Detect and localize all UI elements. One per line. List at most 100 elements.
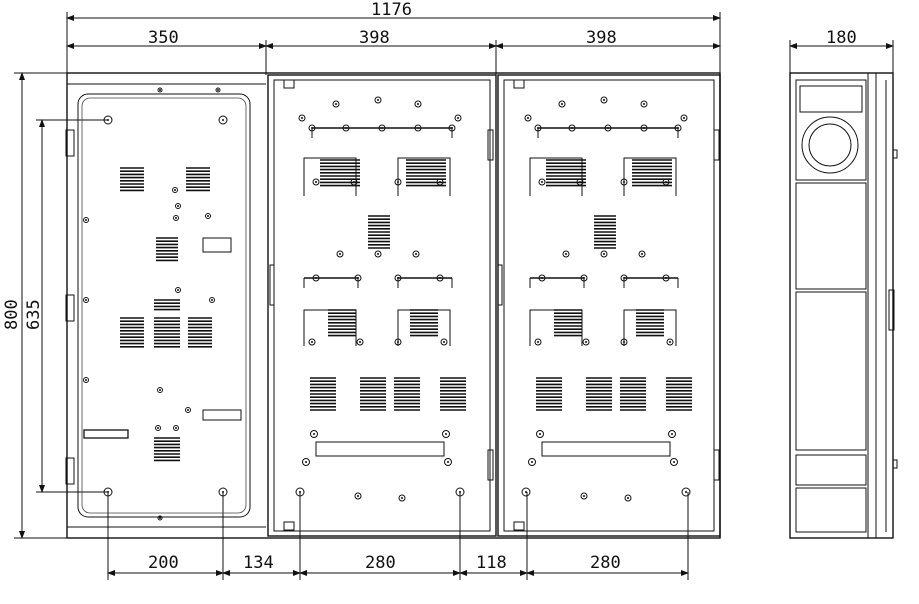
bolt-center	[459, 491, 461, 493]
bolt-center	[439, 277, 441, 279]
bolt-icon	[681, 487, 691, 497]
bolt-center	[187, 409, 189, 411]
bolt-icon	[312, 178, 320, 186]
bolt-center	[585, 341, 587, 343]
bolt-icon	[356, 338, 364, 346]
dim-total-height: 800	[2, 299, 22, 330]
bolt-icon	[354, 274, 362, 282]
bolt-center	[579, 181, 581, 183]
bolt-icon	[440, 338, 448, 346]
bolt-center	[445, 433, 447, 435]
bolt-center	[157, 427, 159, 429]
bolt-center	[313, 433, 315, 435]
bolt-center	[359, 341, 361, 343]
mounting-bracket	[623, 157, 677, 196]
bolt-icon	[394, 274, 402, 282]
mounting-bracket	[529, 157, 583, 196]
bolt-icon	[103, 487, 113, 497]
enclosure-front-view	[65, 72, 721, 539]
bolt-icon	[302, 458, 310, 466]
bolt-center	[669, 341, 671, 343]
bolt-center	[85, 379, 87, 381]
bolt-center	[335, 103, 337, 105]
bolt-center	[353, 181, 355, 183]
bolt-center	[339, 253, 341, 255]
bolt-icon	[624, 494, 632, 502]
bolt-center	[571, 127, 573, 129]
bolt-center	[685, 491, 687, 493]
bolt-icon	[538, 178, 546, 186]
mounting-bracket	[397, 309, 451, 346]
dial-icon	[801, 116, 859, 174]
bolt-center	[641, 253, 643, 255]
bolt-center	[222, 491, 224, 493]
bolt-icon	[562, 250, 570, 258]
bolt-icon	[398, 494, 406, 502]
bolt-center	[211, 299, 213, 301]
bolt-center	[607, 127, 609, 129]
mounting-bracket	[303, 309, 357, 346]
bolt-center	[665, 277, 667, 279]
bolt-icon	[295, 487, 305, 497]
bolt-icon	[157, 387, 163, 393]
bolt-center	[357, 277, 359, 279]
bolt-center	[301, 117, 303, 119]
bolt-icon	[412, 250, 420, 258]
bolt-center	[417, 127, 419, 129]
mounting-bracket	[397, 157, 451, 196]
bolt-center	[531, 461, 533, 463]
bolt-icon	[580, 492, 588, 500]
bolt-center	[159, 517, 161, 519]
bolt-center	[527, 117, 529, 119]
bolt-center	[623, 341, 625, 343]
connector-box	[202, 409, 242, 421]
bolt-center	[175, 427, 177, 429]
bolt-icon	[538, 274, 546, 282]
bolt-icon	[666, 338, 674, 346]
bolt-icon	[374, 250, 382, 258]
dim-side-depth: 180	[826, 28, 857, 48]
dim-bottom-a: 200	[148, 553, 179, 573]
bolt-center	[174, 189, 176, 191]
bolt-center	[397, 277, 399, 279]
bolt-icon	[336, 250, 344, 258]
bolt-icon	[576, 178, 584, 186]
bolt-icon	[175, 287, 181, 293]
bolt-icon	[668, 430, 676, 438]
middle-door	[267, 74, 497, 537]
bolt-center	[299, 491, 301, 493]
bolt-icon	[155, 425, 161, 431]
bottom-dimensions: 200 134 280 118 280	[107, 492, 689, 580]
bolt-center	[107, 491, 109, 493]
bolt-icon	[83, 297, 89, 303]
bolt-center	[345, 127, 347, 129]
bolt-icon	[620, 338, 628, 346]
bolt-center	[311, 341, 313, 343]
bolt-icon	[350, 178, 358, 186]
bolt-center	[417, 103, 419, 105]
bolt-center	[397, 341, 399, 343]
bolt-icon	[444, 458, 452, 466]
bolt-center	[177, 205, 179, 207]
bolt-icon	[455, 487, 465, 497]
bolt-center	[537, 341, 539, 343]
bolt-icon	[640, 124, 648, 132]
dim-inner-height: 635	[24, 299, 44, 330]
bolt-center	[177, 289, 179, 291]
meter-window	[799, 85, 863, 113]
terminal-strip	[315, 441, 445, 457]
bolt-icon	[103, 115, 113, 125]
bolt-center	[643, 127, 645, 129]
bolt-icon	[640, 100, 648, 108]
bolt-center	[357, 495, 359, 497]
bolt-center	[401, 497, 403, 499]
bolt-center	[439, 181, 441, 183]
bolt-icon	[308, 338, 316, 346]
bolt-icon	[215, 87, 221, 93]
bolt-icon	[674, 124, 682, 132]
right-door	[497, 74, 721, 537]
bolt-center	[85, 219, 87, 221]
bolt-center	[671, 433, 673, 435]
bolt-center	[217, 89, 219, 91]
bolt-icon	[448, 124, 456, 132]
